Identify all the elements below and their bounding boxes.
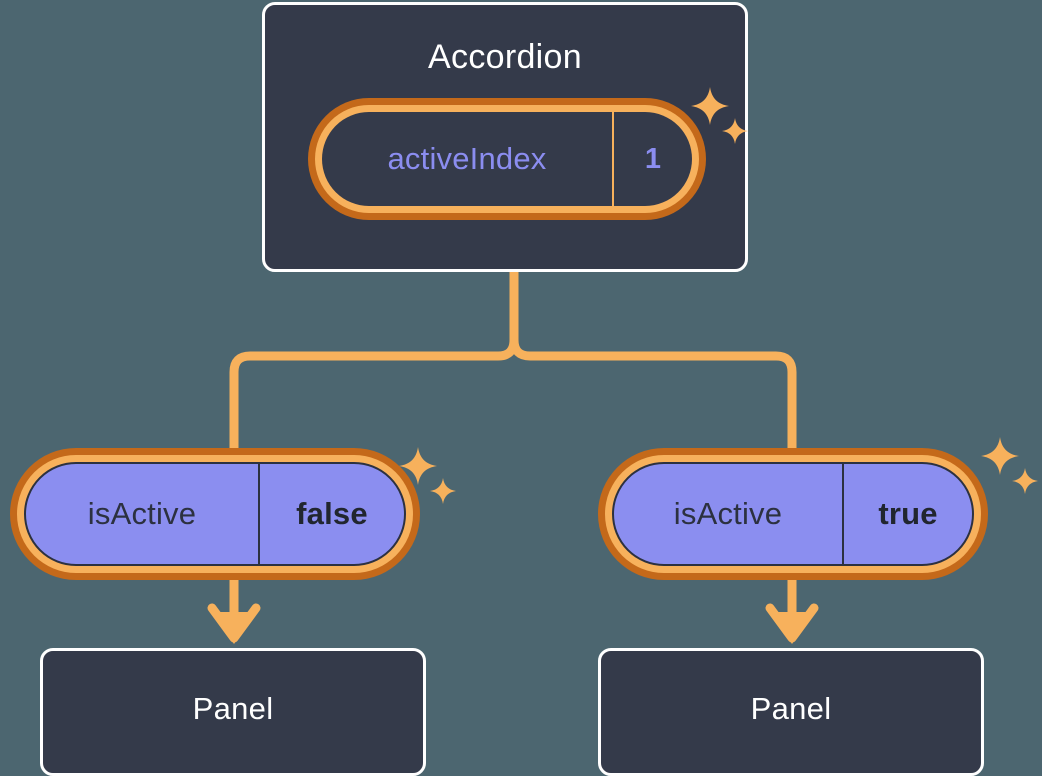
state-value-is-active-left: false — [258, 464, 404, 564]
arrow-left-panel-head-stroke — [207, 603, 261, 643]
sparkle-four-point-large-icon — [981, 437, 1019, 475]
state-pill-is-active-false[interactable]: isActive false — [10, 448, 420, 580]
component-card-panel-right[interactable]: Panel — [598, 648, 984, 776]
component-title-panel-right: Panel — [750, 691, 832, 726]
state-pill-is-active-true[interactable]: isActive true — [598, 448, 988, 580]
state-pill-inner-ring: isActive false — [17, 455, 413, 573]
state-pill-inner-ring: activeIndex 1 — [315, 105, 699, 213]
connector-tree — [509, 267, 797, 457]
state-key-is-active-left: isActive — [87, 496, 197, 531]
arrow-right-panel-head-stroke — [765, 603, 819, 643]
state-pill-body: isActive false — [24, 462, 406, 566]
state-key-is-active-right: isActive — [673, 496, 783, 531]
state-pill-active-index[interactable]: activeIndex 1 — [308, 98, 706, 220]
component-title-panel-left: Panel — [192, 691, 274, 726]
state-pill-body: activeIndex 1 — [322, 112, 692, 206]
state-pill-body: isActive true — [612, 462, 974, 566]
state-key-active-index: activeIndex — [387, 141, 547, 176]
state-pill-inner-ring: isActive true — [605, 455, 981, 573]
arrow-right-panel-head — [770, 612, 814, 644]
sparkle-group-right — [978, 434, 1042, 504]
sparkle-four-point-small-icon — [430, 478, 456, 504]
state-value-is-active-right: true — [842, 464, 972, 564]
state-value-active-index: 1 — [612, 112, 692, 206]
sparkle-four-point-small-icon — [1012, 468, 1038, 494]
connector-tree-left — [229, 335, 519, 457]
component-title-accordion: Accordion — [428, 38, 582, 76]
arrow-left-panel-head — [212, 612, 256, 644]
component-card-panel-left[interactable]: Panel — [40, 648, 426, 776]
